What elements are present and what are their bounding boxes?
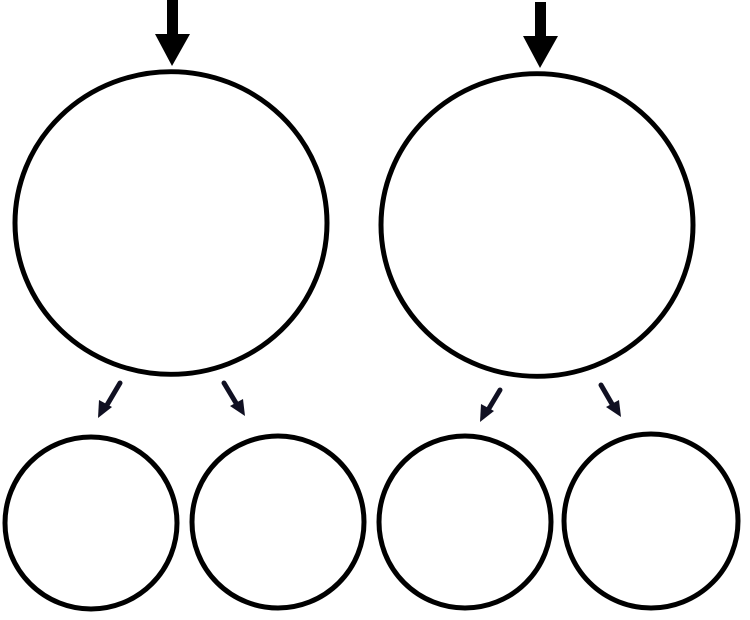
right-child-1-circle (376, 433, 554, 611)
left-child-2-circle (189, 433, 367, 611)
circle-nodes (2, 69, 741, 612)
split-arrow-right-2 (598, 382, 621, 417)
input-arrow-left (155, 0, 190, 66)
split-arrows (98, 380, 621, 422)
split-arrow-left-1 (98, 380, 123, 418)
right-parent-circle (378, 71, 696, 379)
input-arrow-right (523, 2, 558, 68)
split-arrow-right-1 (480, 387, 503, 422)
right-child-2-circle (561, 431, 741, 611)
left-parent-circle (12, 69, 330, 377)
split-arrow-left-2 (221, 380, 245, 416)
input-arrows (155, 0, 558, 68)
left-child-1-circle (2, 434, 180, 612)
